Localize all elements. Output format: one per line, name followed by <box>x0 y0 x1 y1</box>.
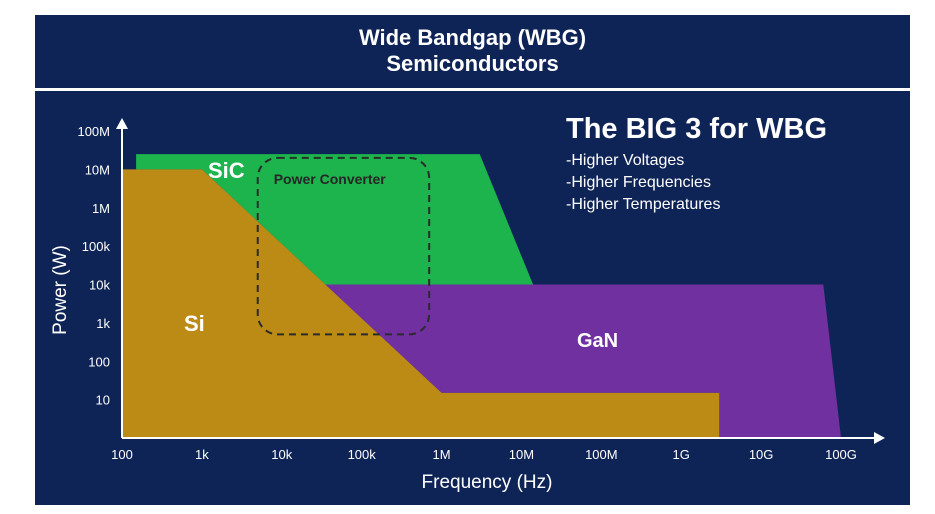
header-title-line2: Semiconductors <box>386 51 559 76</box>
x-tick-label: 100G <box>825 447 857 462</box>
label-si: Si <box>184 311 205 336</box>
region-sic <box>136 154 534 285</box>
region-gan <box>325 284 841 438</box>
x-tick-label: 100 <box>111 447 133 462</box>
label-sic: SiC <box>208 158 245 183</box>
x-tick-label: 1M <box>433 447 451 462</box>
big3-item-voltages: -Higher Voltages <box>566 152 685 169</box>
y-tick-label: 100 <box>88 354 110 369</box>
y-tick-label: 100M <box>77 124 110 139</box>
x-axis-title: Frequency (Hz) <box>422 472 553 493</box>
x-tick-label: 100k <box>348 447 377 462</box>
region-si <box>122 169 720 438</box>
label-gan: GaN <box>577 330 618 352</box>
x-tick-label: 10k <box>271 447 292 462</box>
y-tick-label: 10M <box>85 162 110 177</box>
x-tick-label: 10G <box>749 447 774 462</box>
y-tick-label: 10 <box>96 393 110 408</box>
power-converter-box <box>256 156 431 336</box>
header-title-line1: Wide Bandgap (WBG) <box>358 25 587 50</box>
power-converter-label: Power Converter <box>274 171 387 187</box>
x-tick-label: 1G <box>673 447 690 462</box>
x-tick-label: 10M <box>509 447 534 462</box>
header-divider <box>35 88 910 91</box>
y-tick-label: 1M <box>92 201 110 216</box>
y-tick-label: 100k <box>82 239 111 254</box>
y-axis-arrow <box>116 118 128 129</box>
chart-header: Wide Bandgap (WBG) Semiconductors <box>35 15 910 87</box>
x-axis-arrow <box>874 432 885 444</box>
y-axis-title: Power (W) <box>50 245 71 335</box>
y-tick-label: 1k <box>96 316 110 331</box>
big3-item-temperatures: -Higher Temperatures <box>566 196 721 213</box>
big3-item-frequencies: -Higher Frequencies <box>566 174 711 191</box>
big3-title: The BIG 3 for WBG <box>566 113 827 145</box>
x-tick-label: 100M <box>585 447 618 462</box>
y-tick-label: 10k <box>89 278 110 293</box>
x-tick-label: 1k <box>195 447 209 462</box>
